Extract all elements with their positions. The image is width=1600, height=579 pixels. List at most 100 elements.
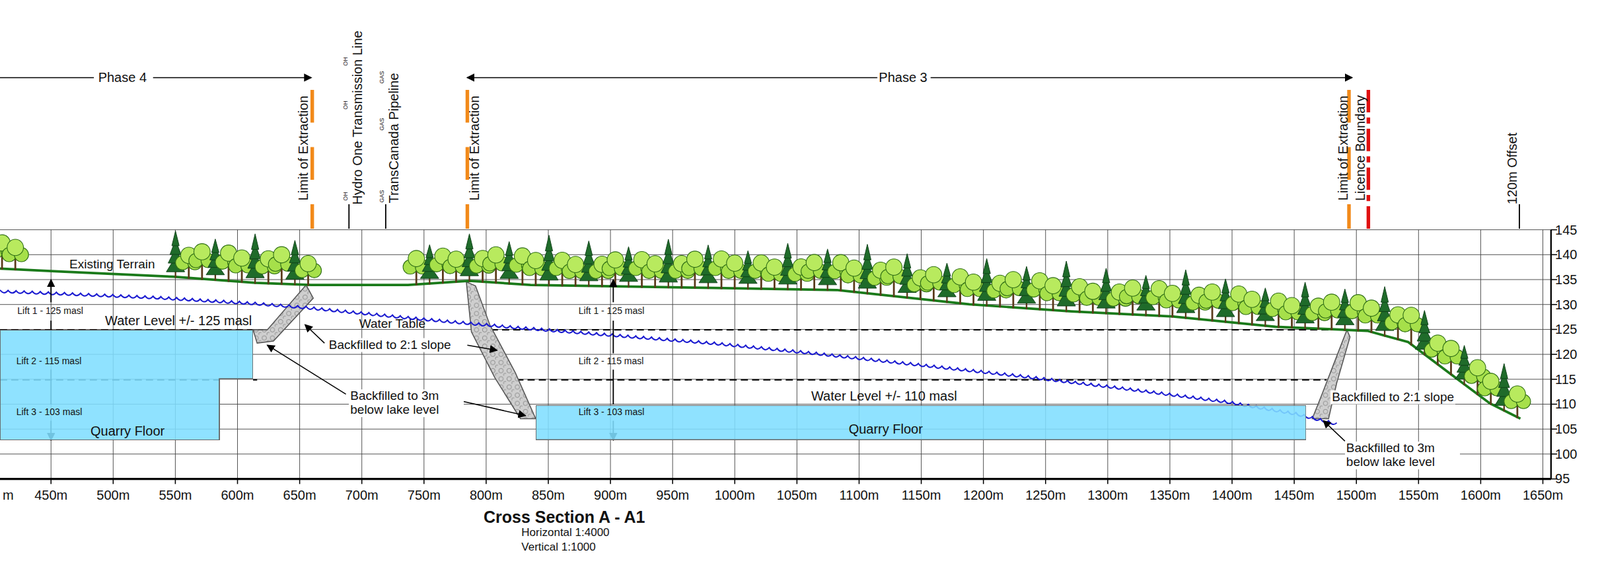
drawing-part: [1204, 284, 1221, 301]
drawing-part: [50, 279, 52, 302]
axis-tick: [299, 478, 301, 485]
annotation: 700m: [345, 487, 379, 503]
annotation: Phase 3: [877, 70, 929, 85]
annotation: 1250m: [1025, 487, 1066, 503]
drawing-part: [823, 249, 832, 263]
drawing-part: [299, 254, 317, 272]
axis-tick: [547, 478, 549, 485]
vertical-label: Limit of Extraction: [1335, 95, 1351, 201]
drawing-part: [784, 243, 792, 258]
axis-tick: [1480, 478, 1482, 485]
drawing-part: [1142, 275, 1150, 289]
drawing-part: [1482, 373, 1499, 390]
annotation: Water Level +/- 110 masl: [811, 388, 958, 403]
grid-line: [0, 478, 1552, 479]
annotation: Backfilled to 2:1 slope: [1330, 389, 1456, 404]
annotation: 1450m: [1274, 487, 1315, 503]
drawing-part: [153, 77, 312, 79]
drawing-part: [1022, 266, 1030, 281]
axis-tick: [1542, 478, 1544, 485]
axis-tick: [423, 478, 425, 485]
axis-tick: [1231, 478, 1233, 485]
annotation: 800m: [469, 487, 503, 503]
drawing-part: [171, 230, 180, 246]
annotation: 1050m: [776, 487, 818, 503]
vertical-label: Hydro One Transmission Line: [350, 30, 365, 205]
drawing-part: [466, 281, 536, 419]
annotation: 650m: [283, 487, 317, 503]
annotation: Lift 2 - 115 masl: [16, 356, 82, 366]
annotation: Backfilled to 3m below lake level: [348, 389, 464, 417]
annotation: 900m: [593, 487, 627, 503]
drawing-part: [1283, 297, 1301, 314]
drawing-part: [704, 245, 712, 259]
annotation: 1350m: [1149, 487, 1190, 503]
vertical-label: OH: [342, 100, 350, 110]
drawing-part: [267, 344, 347, 394]
drawing-part: [1469, 359, 1486, 376]
annotation: 135: [1555, 272, 1577, 287]
drawing-part: [930, 77, 1353, 79]
drawing-part: [305, 324, 325, 343]
drawing-part: [805, 254, 823, 271]
drawing-part: [193, 243, 211, 261]
drawing-part: [1363, 299, 1381, 317]
annotation: 1650m: [1522, 487, 1564, 503]
axis-tick: [175, 478, 177, 485]
quarry-pit: Quarry Floor: [535, 404, 1307, 440]
leader-lines: [267, 324, 1346, 441]
drawing-part: [1222, 278, 1230, 293]
vertical-label: GAS: [379, 118, 386, 131]
annotation: 1100m: [839, 487, 880, 503]
drawing-part: [1381, 286, 1389, 303]
annotation: 130: [1555, 297, 1577, 312]
annotation: 500m: [96, 487, 130, 503]
drawing-part: [744, 250, 752, 263]
drawing-part: [965, 273, 982, 291]
annotation: 1000m: [714, 487, 756, 503]
annotation: 145: [1555, 222, 1577, 238]
drawing-part: [467, 77, 878, 79]
drawing-part: [253, 379, 257, 381]
annotation: Water Level +/- 125 masl: [105, 313, 252, 328]
drawing-part: [253, 284, 314, 343]
annotation: 95: [1555, 471, 1570, 486]
drawing-part: [1261, 288, 1270, 301]
axis-tick: [733, 478, 736, 485]
axis-tick: [237, 478, 239, 485]
vertical-label: OH: [342, 191, 350, 201]
pit-fill: [0, 329, 254, 440]
axis-tick: [1045, 478, 1047, 485]
drawing-part: [607, 251, 624, 269]
axis-ticks: [50, 229, 1558, 485]
annotation: Water Table: [359, 316, 426, 331]
drawing-part: [233, 249, 251, 267]
grid-line: [0, 453, 1552, 454]
drawing-part: [273, 246, 291, 263]
annotation: 100: [1555, 446, 1577, 462]
annotation: Lift 1 - 125 masl: [17, 305, 84, 316]
annotation: 1200m: [963, 487, 1004, 503]
drawing-part: [385, 204, 387, 229]
drawing-part: [925, 266, 943, 283]
annotation: Lift 2 - 115 masl: [578, 356, 645, 366]
annotation: Lift 3 - 103 masl: [16, 406, 83, 417]
drawing-part: [1442, 340, 1460, 357]
quarry-pit: Quarry Floor: [0, 329, 254, 440]
drawing-part: [467, 344, 497, 351]
axis-tick: [1355, 478, 1357, 485]
annotation: 750m: [407, 487, 441, 503]
drawing-part: [1509, 385, 1527, 403]
annotation: 600m: [221, 487, 255, 503]
pit-water: [0, 329, 254, 440]
drawing-part: [624, 246, 633, 260]
drawing-part: [1341, 288, 1349, 302]
axis-tick: [361, 478, 363, 485]
backfill-slope: [253, 281, 1350, 419]
drawing-part: [1004, 271, 1022, 289]
axis-tick: [671, 478, 674, 485]
drawing-part: [1323, 420, 1345, 442]
vertical-label: OH: [342, 56, 350, 67]
drawing-part: [863, 244, 871, 261]
annotation: Phase 4: [97, 70, 148, 85]
